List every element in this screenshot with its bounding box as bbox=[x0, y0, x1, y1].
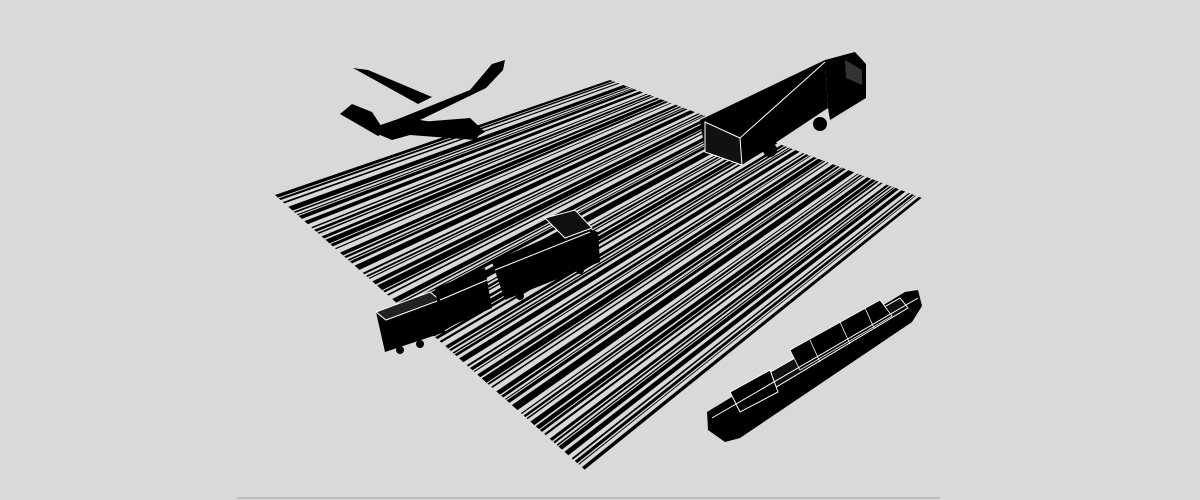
barcode-stripe bbox=[574, 194, 915, 464]
barcode-stripe bbox=[372, 117, 712, 285]
barcode-stripe bbox=[578, 195, 917, 465]
barcode-stripe bbox=[501, 166, 840, 398]
barcode-stripe bbox=[544, 182, 883, 436]
train-icon bbox=[374, 209, 600, 354]
barcode-stripe bbox=[535, 179, 876, 430]
barcode-stripe bbox=[344, 106, 682, 259]
barcode-stripe bbox=[469, 154, 809, 371]
barcode-stripe bbox=[335, 102, 672, 250]
barcode-stripe bbox=[520, 173, 859, 415]
barcode-stripe bbox=[459, 150, 800, 363]
barcode-stripe bbox=[581, 196, 922, 470]
barcode-stripe bbox=[496, 164, 837, 395]
barcode-stripe bbox=[383, 121, 721, 293]
barcode-stripe bbox=[330, 101, 669, 247]
barcode-stripe bbox=[526, 175, 865, 420]
barcode-stripe bbox=[362, 113, 700, 275]
barcode-stripe bbox=[366, 114, 704, 278]
barcode-stripe bbox=[349, 108, 688, 264]
barcode-stripe bbox=[481, 158, 823, 383]
airplane-icon bbox=[340, 60, 505, 140]
barcode-stripe bbox=[387, 122, 725, 296]
barcode-stripe bbox=[304, 91, 644, 225]
barcode-stripe bbox=[549, 184, 889, 441]
barcode-stripe bbox=[325, 99, 665, 244]
barcode-stripe bbox=[449, 146, 788, 352]
barcode-stripe bbox=[377, 118, 718, 291]
barcode-stripe bbox=[523, 174, 863, 418]
barcode-stripe bbox=[288, 85, 628, 211]
bottom-divider bbox=[237, 497, 940, 499]
barcode-stripe bbox=[298, 89, 638, 219]
barcode-stripe bbox=[558, 187, 899, 450]
barcode-stripe bbox=[539, 180, 879, 432]
barcode-stripe bbox=[354, 110, 695, 270]
barcode-stripe bbox=[275, 80, 613, 198]
barcode-stripe bbox=[564, 190, 906, 456]
barcode-stripe bbox=[445, 144, 785, 349]
barcode-stripe bbox=[556, 187, 895, 446]
barcode-stripe bbox=[511, 170, 855, 411]
barcode-stripe bbox=[452, 147, 790, 354]
barcode-stripe bbox=[553, 185, 892, 444]
barcode-stripe bbox=[491, 162, 829, 388]
barcode-stripe bbox=[339, 104, 679, 256]
barcode-stripe bbox=[347, 107, 685, 261]
cargo-ship-icon bbox=[707, 290, 922, 442]
barcode-stripe bbox=[571, 192, 911, 460]
barcode-stripe bbox=[311, 93, 648, 229]
truck-icon bbox=[700, 52, 866, 166]
barcode-stripe bbox=[282, 83, 620, 204]
barcode-stripe bbox=[317, 96, 655, 234]
barcode-stripe bbox=[296, 88, 633, 216]
barcode-stripe bbox=[477, 157, 817, 378]
barcode-stripe bbox=[314, 94, 652, 232]
barcode-stripe bbox=[293, 87, 631, 213]
barcode-stripe bbox=[506, 168, 846, 403]
barcode-stripe bbox=[439, 142, 778, 343]
barcode-stripe bbox=[368, 115, 706, 279]
barcode-icon bbox=[275, 80, 922, 470]
barcode-stripe bbox=[487, 160, 826, 385]
barcode-stripe bbox=[321, 97, 660, 239]
barcode-stripe bbox=[466, 153, 805, 367]
barcode-stripe bbox=[454, 148, 793, 357]
barcode-stripe bbox=[278, 81, 616, 201]
barcode-stripe bbox=[473, 155, 811, 372]
barcode-stripe bbox=[530, 177, 872, 426]
barcode-stripe bbox=[504, 167, 843, 400]
